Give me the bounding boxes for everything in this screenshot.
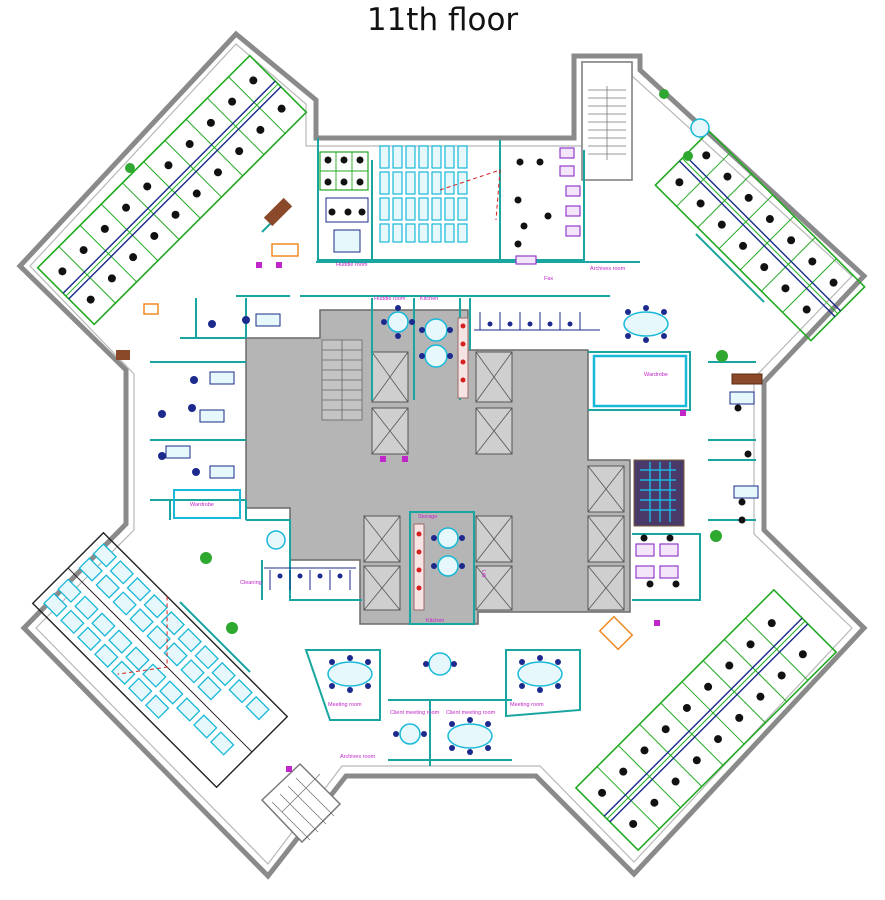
training-desks-top: [379, 145, 468, 243]
plants: [125, 89, 728, 634]
washrooms: [264, 312, 600, 590]
label-wardrobe-right: Wardrobe: [644, 372, 668, 378]
toilets: [277, 321, 573, 579]
top-stair-tower: [581, 61, 633, 181]
label-storage: Storage: [418, 514, 437, 520]
chairs-bottom-offices: [640, 534, 680, 588]
workstations-top-left: [36, 54, 308, 326]
right-offices-furniture: [592, 354, 763, 527]
label-fax: Fax: [544, 276, 553, 282]
meeting-chairs: [329, 305, 667, 755]
label-huddle-room-core: Huddle room: [374, 296, 406, 302]
label-cleaning: Cleaning: [240, 580, 262, 586]
label-client-meeting-room-2: Client meeting room: [446, 710, 496, 716]
label-archives-room-bottom: Archives room: [340, 754, 376, 760]
label-kitchen-top: Kitchen: [420, 296, 438, 302]
workstations-top-right: [654, 130, 866, 342]
workstations-top-center-left: [319, 151, 369, 253]
red-dashed-route-top: [439, 169, 501, 221]
bottom-stair-tower: [260, 762, 342, 844]
label-meeting-room-left: Meeting room: [328, 702, 362, 708]
room-labels: Huddle room Huddle room Kitchen Archives…: [190, 262, 668, 760]
cabinets: [116, 197, 634, 651]
magenta-markers: [256, 262, 686, 772]
meeting-tables: [266, 118, 710, 749]
label-client-meeting-room-1: Client meeting room: [390, 710, 440, 716]
label-lift: Lift: [480, 570, 486, 578]
building-outline-inner: [29, 43, 853, 865]
label-archives-room-top: Archives room: [590, 266, 626, 272]
left-offices-furniture: [158, 313, 281, 519]
purple-desks-bottom: [635, 543, 679, 579]
desks-bottom-left: [31, 531, 289, 789]
workstations-bottom-right: [574, 588, 838, 852]
core-stairs: [321, 339, 363, 421]
floor-title: 11th floor: [366, 2, 519, 38]
lift-crosses: [363, 351, 625, 611]
label-meeting-room-right: Meeting room: [510, 702, 544, 708]
purple-desks-top: [515, 147, 581, 265]
label-huddle-room-top: Huddle room: [336, 262, 368, 268]
kitchen-counters: [413, 317, 469, 611]
chairs-top-offices: [514, 158, 552, 248]
label-kitchen-bottom: Kitchen: [426, 618, 444, 624]
label-wardrobe-left: Wardrobe: [190, 502, 214, 508]
